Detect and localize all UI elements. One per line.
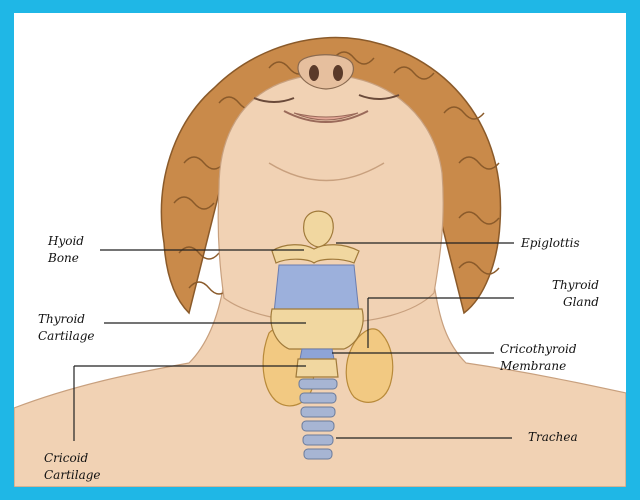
thyrohyoid-membrane [274,265,359,313]
label-hyoid-bone-line1: Hyoid [48,233,84,250]
label-trachea: Trachea [528,429,578,446]
label-epiglottis-line1: Epiglottis [521,235,580,252]
label-cricothyroid-membrane-line1: Cricothyroid [500,341,577,358]
label-cricothyroid-membrane-line2: Membrane [500,358,577,375]
label-thyroid-gland: Thyroid Gland [552,277,599,311]
label-cricoid-cartilage-line2: Cartilage [44,467,101,484]
label-cricoid-cartilage: Cricoid Cartilage [44,450,101,484]
cricoid-cartilage-shape [296,359,338,377]
label-epiglottis: Epiglottis [521,235,580,252]
label-thyroid-cartilage: Thyroid Cartilage [38,311,95,345]
label-hyoid-bone-line2: Bone [48,250,84,267]
label-trachea-line1: Trachea [528,429,578,446]
nostril-left [309,65,319,81]
label-thyroid-gland-line2: Gland [552,294,599,311]
diagram-panel: Hyoid Bone Thyroid Cartilage Cricoid Car… [14,13,626,487]
thyroid-cartilage-shape [271,309,363,349]
nostril-right [333,65,343,81]
label-thyroid-gland-line1: Thyroid [552,277,599,294]
label-thyroid-cartilage-line2: Cartilage [38,328,95,345]
label-cricothyroid-membrane: Cricothyroid Membrane [500,341,577,375]
cricothyroid-membrane-shape [300,349,334,359]
label-cricoid-cartilage-line1: Cricoid [44,450,101,467]
label-hyoid-bone: Hyoid Bone [48,233,84,267]
label-thyroid-cartilage-line1: Thyroid [38,311,95,328]
